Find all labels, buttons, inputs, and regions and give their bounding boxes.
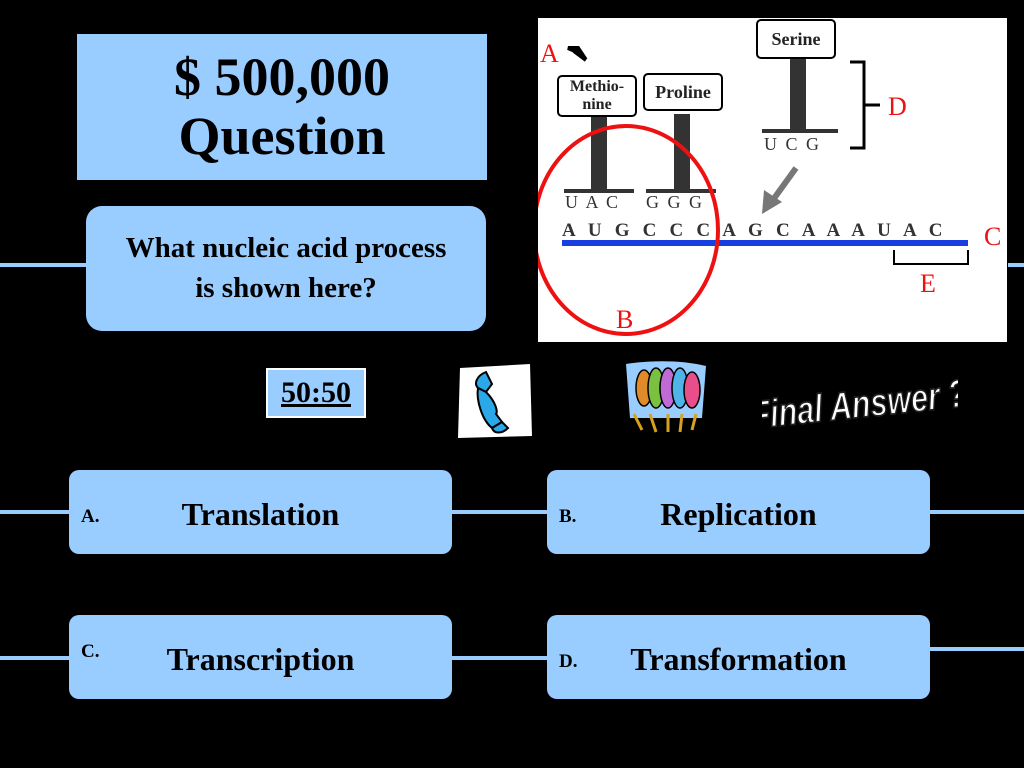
amino-acid-serine-box [756,19,836,59]
audience-icon [626,361,706,433]
diagram-label-d: D [888,92,907,121]
translation-diagram: A Methio- nine Proline Serine D U A C G … [532,18,1007,342]
amino-acid-methionine-box [557,75,637,117]
anticodon-2: G G G [646,192,704,212]
answer-c-letter: C. [81,641,100,662]
trna-bar-1 [564,189,634,193]
amino-acid-serine: Serine [772,29,821,49]
final-answer-button[interactable]: Final Answer ? [748,371,969,438]
answer-c-text: Transcription [166,641,355,677]
gray-arrow-head-icon [762,190,782,214]
amino-acid-proline-box [643,73,723,111]
answer-a-button[interactable]: A. Translation [69,470,452,554]
connector-line-row2-right [928,647,1024,651]
fifty-fifty-label: 50:50 [281,376,351,409]
answer-d-button[interactable]: D. Transformation [547,615,930,699]
trna-bar-3 [762,129,838,133]
trna-stem-1 [591,114,607,190]
final-answer-wordart: Final Answer ? [748,371,969,438]
connector-line-question-right [1008,263,1024,267]
question-line-2: is shown here? [195,271,377,304]
amino-acid-methionine-1: Methio- [570,78,624,95]
amino-acid-proline: Proline [655,82,711,102]
final-answer-label: Final Answer ? [762,376,958,434]
prize-label: Question [178,106,386,166]
mrna-sequence: A U G C C C A G C A A A U A C [562,220,947,241]
answer-a-text: Translation [181,496,340,532]
ask-the-audience-button[interactable] [622,358,710,436]
answer-d-letter: D. [559,651,578,672]
answer-b-letter: B. [559,506,577,527]
anticodon-1: U A C [565,192,620,212]
label-a-arrow-icon [567,46,588,62]
answer-d-text: Transformation [630,641,847,677]
bracket-d [850,60,880,150]
mrna-strand [562,240,968,246]
fifty-fifty-button[interactable]: 50:50 [266,368,366,418]
phone-a-friend-button[interactable] [456,362,534,440]
trna-bar-2 [646,189,716,193]
answer-c-button[interactable]: C. Transcription [69,615,452,699]
question-line-1: What nucleic acid process [125,232,447,265]
question-box: What nucleic acid process is shown here? [86,206,486,331]
answer-b-button[interactable]: B. Replication [547,470,930,554]
prize-amount: $ 500,000 [174,46,390,107]
prize-title: $ 500,000 Question [77,34,487,180]
diagram-label-a: A [540,39,559,68]
diagram-svg: A Methio- nine Proline Serine D U A C G … [532,19,1001,336]
amino-acid-methionine-2: nine [582,96,611,113]
diagram-label-b: B [616,305,633,334]
bracket-e [893,250,969,265]
diagram-label-e: E [920,269,936,298]
trna-stem-3 [790,58,806,132]
phone-icon [458,364,532,438]
answer-b-text: Replication [660,496,817,532]
trna-stem-2 [674,114,690,190]
connector-line-question-left [0,263,90,267]
answer-a-letter: A. [81,506,100,527]
connector-line-row1 [0,510,1024,514]
anticodon-3: U C G [764,134,821,154]
diagram-label-c: C [984,222,1001,251]
